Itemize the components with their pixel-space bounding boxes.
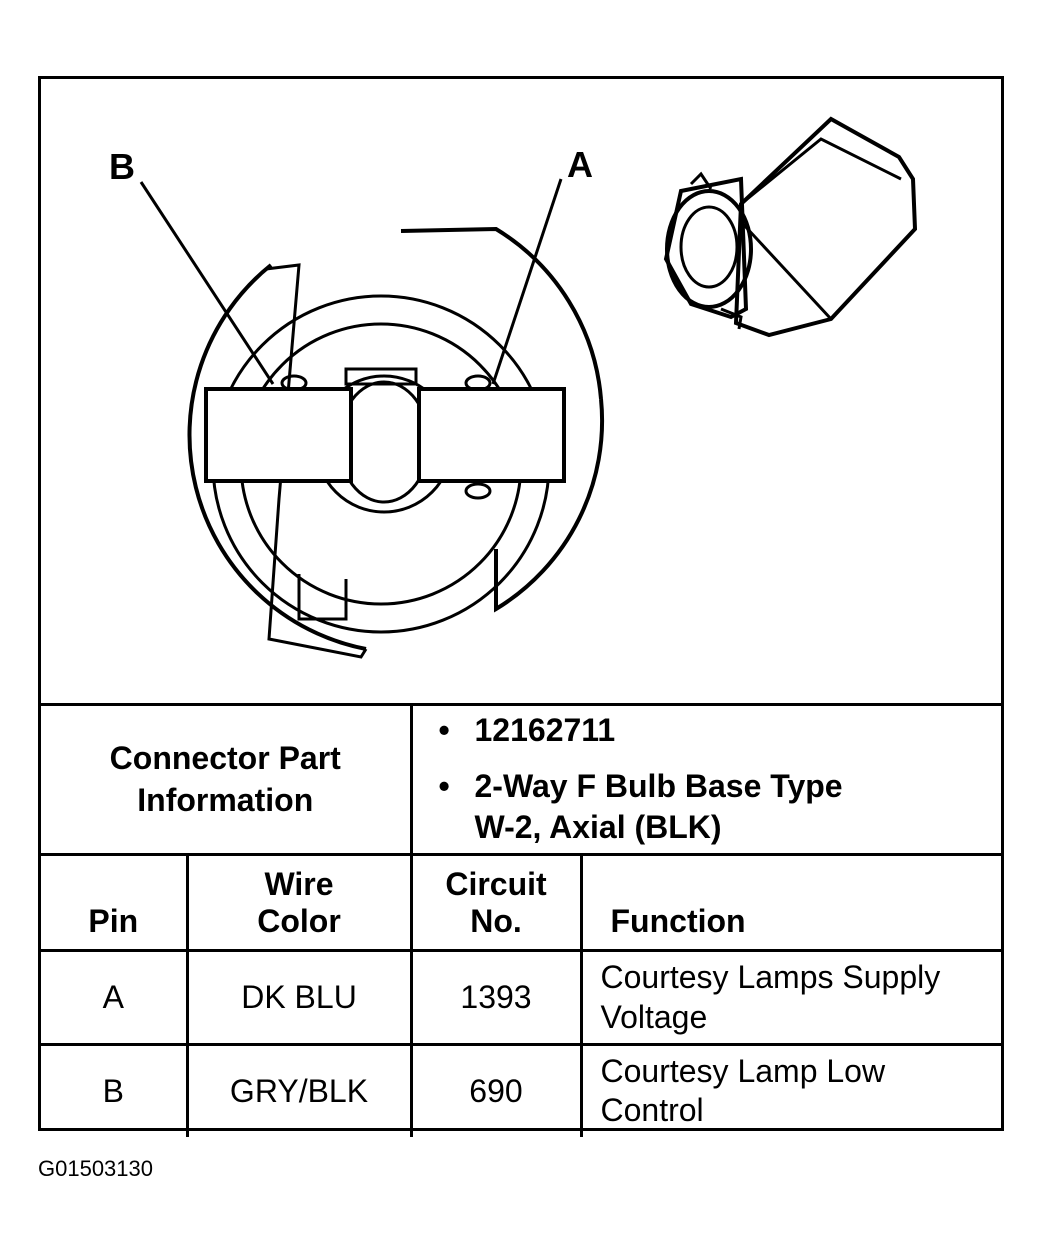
table-row: B GRY/BLK 690 Courtesy Lamp Low Control bbox=[41, 1043, 1001, 1137]
terminal-a bbox=[417, 387, 566, 483]
row-a-function-line2: Voltage bbox=[600, 998, 708, 1035]
connector-part-details: • 12162711 • 2-Way F Bulb Base Type W-2, A… bbox=[409, 703, 1002, 856]
row-a-wire-color: DK BLU bbox=[185, 949, 413, 1046]
header-function: Function bbox=[579, 853, 1001, 952]
header-pin: Pin bbox=[41, 853, 189, 952]
row-a-pin: A bbox=[41, 949, 189, 1046]
terminal-b bbox=[204, 387, 353, 483]
leader-line-b bbox=[139, 181, 275, 385]
row-a-function-line1: Courtesy Lamps Supply bbox=[600, 959, 941, 996]
row-b-function: Courtesy Lamp Low Control bbox=[579, 1043, 1001, 1137]
table-row: A DK BLU 1393 Courtesy Lamps Supply Volt… bbox=[41, 949, 1001, 1046]
connector-type-item-line2: W-2, Axial (BLK) bbox=[475, 807, 1002, 849]
header-function-label: Function bbox=[610, 903, 746, 940]
bullet-glyph: • bbox=[438, 767, 450, 804]
row-b-wire-color: GRY/BLK bbox=[185, 1043, 413, 1137]
pin-label-a: A bbox=[567, 144, 593, 185]
row-b-circuit: 690 bbox=[409, 1043, 583, 1137]
header-pin-label: Pin bbox=[88, 903, 139, 940]
row-b-function-line1: Courtesy Lamp Low bbox=[600, 1053, 886, 1090]
row-b-function-line2: Control bbox=[600, 1092, 704, 1129]
header-wire-color: Wire Color bbox=[185, 853, 413, 952]
connector-front-view bbox=[139, 178, 605, 659]
connector-drawing: B A bbox=[109, 116, 918, 659]
connector-type-line1: 2-Way F Bulb Base Type bbox=[474, 767, 843, 804]
part-number-item: • 12162711 bbox=[439, 710, 1002, 752]
connector-part-label-line1: Connector Part bbox=[109, 739, 341, 776]
row-a-circuit: 1393 bbox=[409, 949, 583, 1046]
connector-type-line2: W-2, Axial (BLK) bbox=[474, 809, 722, 846]
pin-label-b: B bbox=[109, 146, 135, 187]
part-number: 12162711 bbox=[474, 712, 616, 749]
connector-figure: B A bbox=[41, 79, 1001, 705]
connector-part-label-line2: Information bbox=[137, 781, 314, 818]
connector-info-table: Connector Part Information • 12162711 • 2-… bbox=[41, 703, 1001, 1137]
diagram-frame: B A Connector Part Information • 12162711… bbox=[38, 76, 1004, 1137]
header-circuit-line2: No. bbox=[470, 903, 522, 940]
bullet-glyph: • bbox=[438, 712, 450, 749]
row-b-pin: B bbox=[41, 1043, 189, 1137]
leader-line-a bbox=[491, 178, 563, 385]
row-a-function: Courtesy Lamps Supply Voltage bbox=[579, 949, 1001, 1046]
figure-id: G01503130 bbox=[38, 1156, 153, 1181]
header-circuit-no: Circuit No. bbox=[409, 853, 583, 952]
connector-part-label: Connector Part Information bbox=[41, 703, 413, 856]
connector-isometric-view bbox=[663, 116, 918, 338]
connector-part-row: Connector Part Information • 12162711 • 2-… bbox=[41, 703, 1002, 856]
header-wire-line1: Wire bbox=[264, 865, 334, 902]
header-circuit-line1: Circuit bbox=[445, 865, 547, 902]
table-header-row: Pin Wire Color Circuit No. Function bbox=[41, 853, 1001, 952]
header-wire-line2: Color bbox=[257, 903, 341, 940]
connector-type-item: • 2-Way F Bulb Base Type bbox=[439, 766, 1002, 808]
